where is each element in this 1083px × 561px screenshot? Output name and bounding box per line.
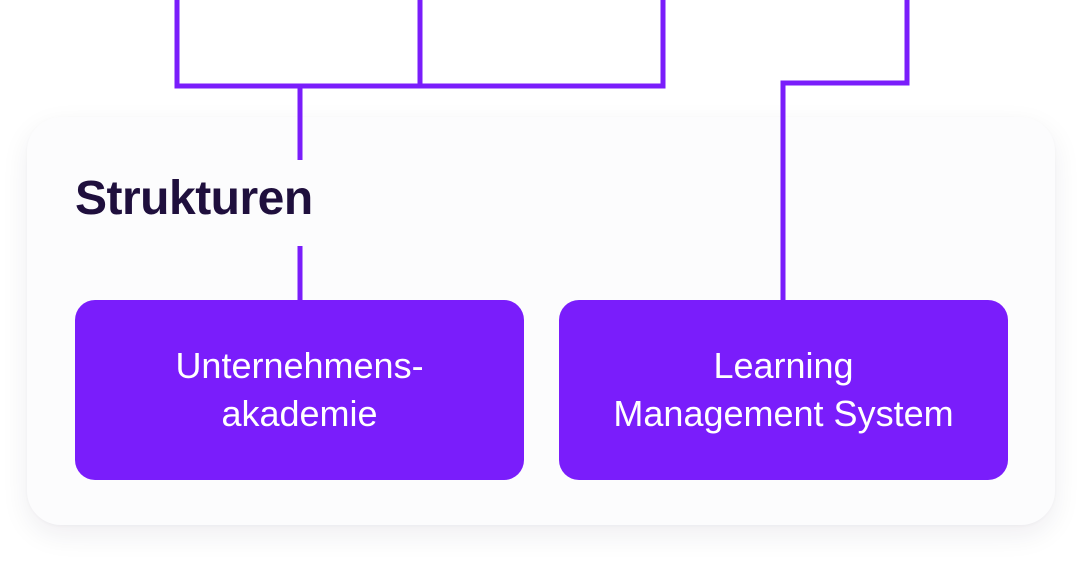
box-lms-line-2: Management System <box>613 393 954 434</box>
box-lms-line-1: Learning <box>713 345 854 386</box>
box-learning-management-system: Learning Management System <box>559 300 1008 480</box>
section-title: Strukturen <box>75 172 313 225</box>
box-unternehmensakademie: Unternehmens- akademie <box>75 300 524 480</box>
box-unternehmensakademie-line-2: akademie <box>221 393 378 434</box>
connector-right-branch <box>780 0 910 300</box>
box-unternehmensakademie-line-1: Unternehmens- <box>175 345 424 386</box>
